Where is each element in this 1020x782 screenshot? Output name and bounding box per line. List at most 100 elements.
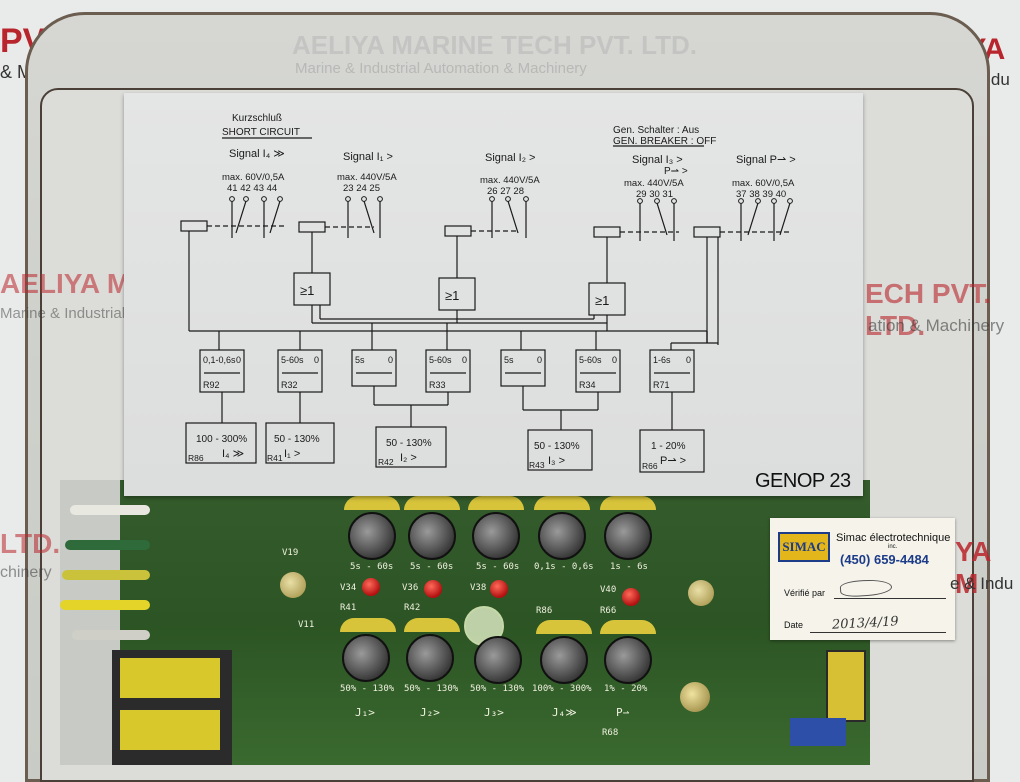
timer-1-zero: 0 [236, 355, 241, 365]
setting-5-id: R66 [642, 461, 658, 471]
pot-collar-6 [340, 618, 396, 632]
pot-collar-4 [534, 496, 590, 510]
pot-collar-5 [600, 496, 656, 510]
wire-grey [72, 630, 150, 640]
screw-right [688, 580, 714, 606]
screw-left [280, 572, 306, 598]
pot-r-timer-5[interactable] [604, 512, 652, 560]
label-gen-breaker: GEN. BREAKER : OFF [613, 136, 716, 147]
signal-i2-max: max. 440V/5A [480, 175, 540, 186]
watermark-low-left-sub: chinery [0, 564, 52, 581]
watermark-top-faint: AELIYA MARINE TECH PVT. LTD. [292, 30, 697, 60]
sticker-date-value: 2013/4/19 [831, 614, 900, 633]
signal-i1-label: Signal I₁ > [343, 151, 393, 163]
timer-1-id: R92 [203, 380, 220, 390]
or-gate-2: ≥1 [445, 288, 459, 303]
pot-r-level-4[interactable] [540, 636, 588, 684]
setting-4-range: 50 - 130% [534, 441, 580, 452]
pot-r-timer-3[interactable] [472, 512, 520, 560]
setting-5-range: 1 - 20% [651, 441, 686, 452]
signal-i2-terminals: 26 27 28 [487, 186, 524, 197]
lower-ref-2: R42 [404, 603, 421, 613]
pot-r-timer-2[interactable] [408, 512, 456, 560]
signal-i1-terminals: 23 24 25 [343, 183, 380, 194]
sticker-company: Simac électrotechnique [836, 532, 951, 544]
watermark-low-right: YA M [955, 536, 991, 599]
sticker-verified-line [834, 598, 946, 599]
lower-pot-label-3: 50% - 130% [470, 684, 525, 694]
watermark-mid-right-sub: ation & Machinery [868, 316, 1005, 335]
timer-3-zero: 0 [388, 355, 393, 365]
signal-i2-label: Signal I₂ > [485, 152, 535, 164]
timer-2-zero: 0 [314, 355, 319, 365]
watermark-mid-right: ECH PVT. LTD. [865, 278, 992, 341]
setting-2-range: 50 - 130% [274, 434, 320, 445]
transformer [112, 650, 232, 765]
label-kurzschluss: Kurzschluß [232, 113, 282, 124]
timer-2-range: 5-60s [281, 355, 304, 365]
bottom-sym-3: J₃> [484, 706, 504, 719]
pot-r-level-3[interactable] [474, 636, 522, 684]
label-short-circuit: SHORT CIRCUIT [222, 127, 300, 138]
wire-green [65, 540, 150, 550]
pot-collar-7 [404, 618, 460, 632]
pot-r-level-2[interactable] [406, 634, 454, 682]
timer-5-range: 5s [504, 355, 514, 365]
signal-i4-label: Signal I₄ ≫ [229, 148, 285, 160]
pot-collar-3 [468, 496, 524, 510]
schematic-svg: Kurzschluß SHORT CIRCUIT Gen. Schalter :… [180, 113, 796, 473]
signal-i3-terminals: 29 30 31 [636, 189, 673, 200]
bottom-sym-4: J₄≫ [552, 706, 577, 719]
timer-7-id: R71 [653, 380, 670, 390]
pot-label-4: 0,1s - 0,6s [534, 562, 594, 572]
pot-label-5: 1s - 6s [610, 562, 648, 572]
led-ref-1: V34 [340, 583, 357, 593]
lower-ref-5: R66 [600, 606, 617, 616]
led-1 [362, 578, 380, 596]
wire-yellow [60, 600, 150, 610]
or-gate-3: ≥1 [595, 293, 609, 308]
pot-label-3: 5s - 60s [476, 562, 520, 572]
lower-pot-label-2: 50% - 130% [404, 684, 459, 694]
sticker-signature [839, 578, 893, 598]
pot-r-level-1[interactable] [342, 634, 390, 682]
timer-7-range: 1-6s [653, 355, 671, 365]
signal-p-terminals: 37 38 39 40 [736, 189, 786, 200]
led-ref-4: V40 [600, 585, 617, 595]
signal-i3-max: max. 440V/5A [624, 178, 684, 189]
setting-1-range: 100 - 300% [196, 434, 247, 445]
led-3 [490, 580, 508, 598]
lower-pot-label-5: 1% - 20% [604, 684, 648, 694]
pot-collar-9 [536, 620, 592, 634]
sticker-verified-label: Vérifié par [784, 588, 826, 598]
setting-1-sym: I₄ ≫ [222, 448, 244, 460]
lower-pot-label-1: 50% - 130% [340, 684, 395, 694]
sticker-date-label: Date [784, 620, 804, 630]
pot-label-2: 5s - 60s [410, 562, 454, 572]
timer-4-range: 5-60s [429, 355, 452, 365]
pot-r-timer-4[interactable] [538, 512, 586, 560]
pot-r-level-5[interactable] [604, 636, 652, 684]
pot-r-timer-1[interactable] [348, 512, 396, 560]
led-2 [424, 580, 442, 598]
timer-6-zero: 0 [612, 355, 617, 365]
timer-5-zero: 0 [537, 355, 542, 365]
timer-6-range: 5-60s [579, 355, 602, 365]
transistor [680, 682, 710, 712]
transformer-coil-bottom [120, 710, 220, 750]
timer-6-id: R34 [579, 380, 596, 390]
setting-1-id: R86 [188, 453, 204, 463]
pot-collar-1 [344, 496, 400, 510]
setting-3-sym: I₂ > [400, 452, 417, 464]
led-ref-3: V38 [470, 583, 487, 593]
timer-7-zero: 0 [686, 355, 691, 365]
setting-2-sym: I₁ > [284, 448, 300, 460]
watermark-low-left: LTD. [0, 528, 61, 559]
wire-white [70, 505, 150, 515]
sticker-phone: (450) 659-4484 [840, 552, 929, 567]
pot-label-1: 5s - 60s [350, 562, 394, 572]
trimmer-blue [790, 718, 846, 746]
led-ref-2: V36 [402, 583, 419, 593]
signal-p-label: Signal P⇀ > [736, 154, 796, 166]
lower-pot-label-4: 100% - 300% [532, 684, 592, 694]
